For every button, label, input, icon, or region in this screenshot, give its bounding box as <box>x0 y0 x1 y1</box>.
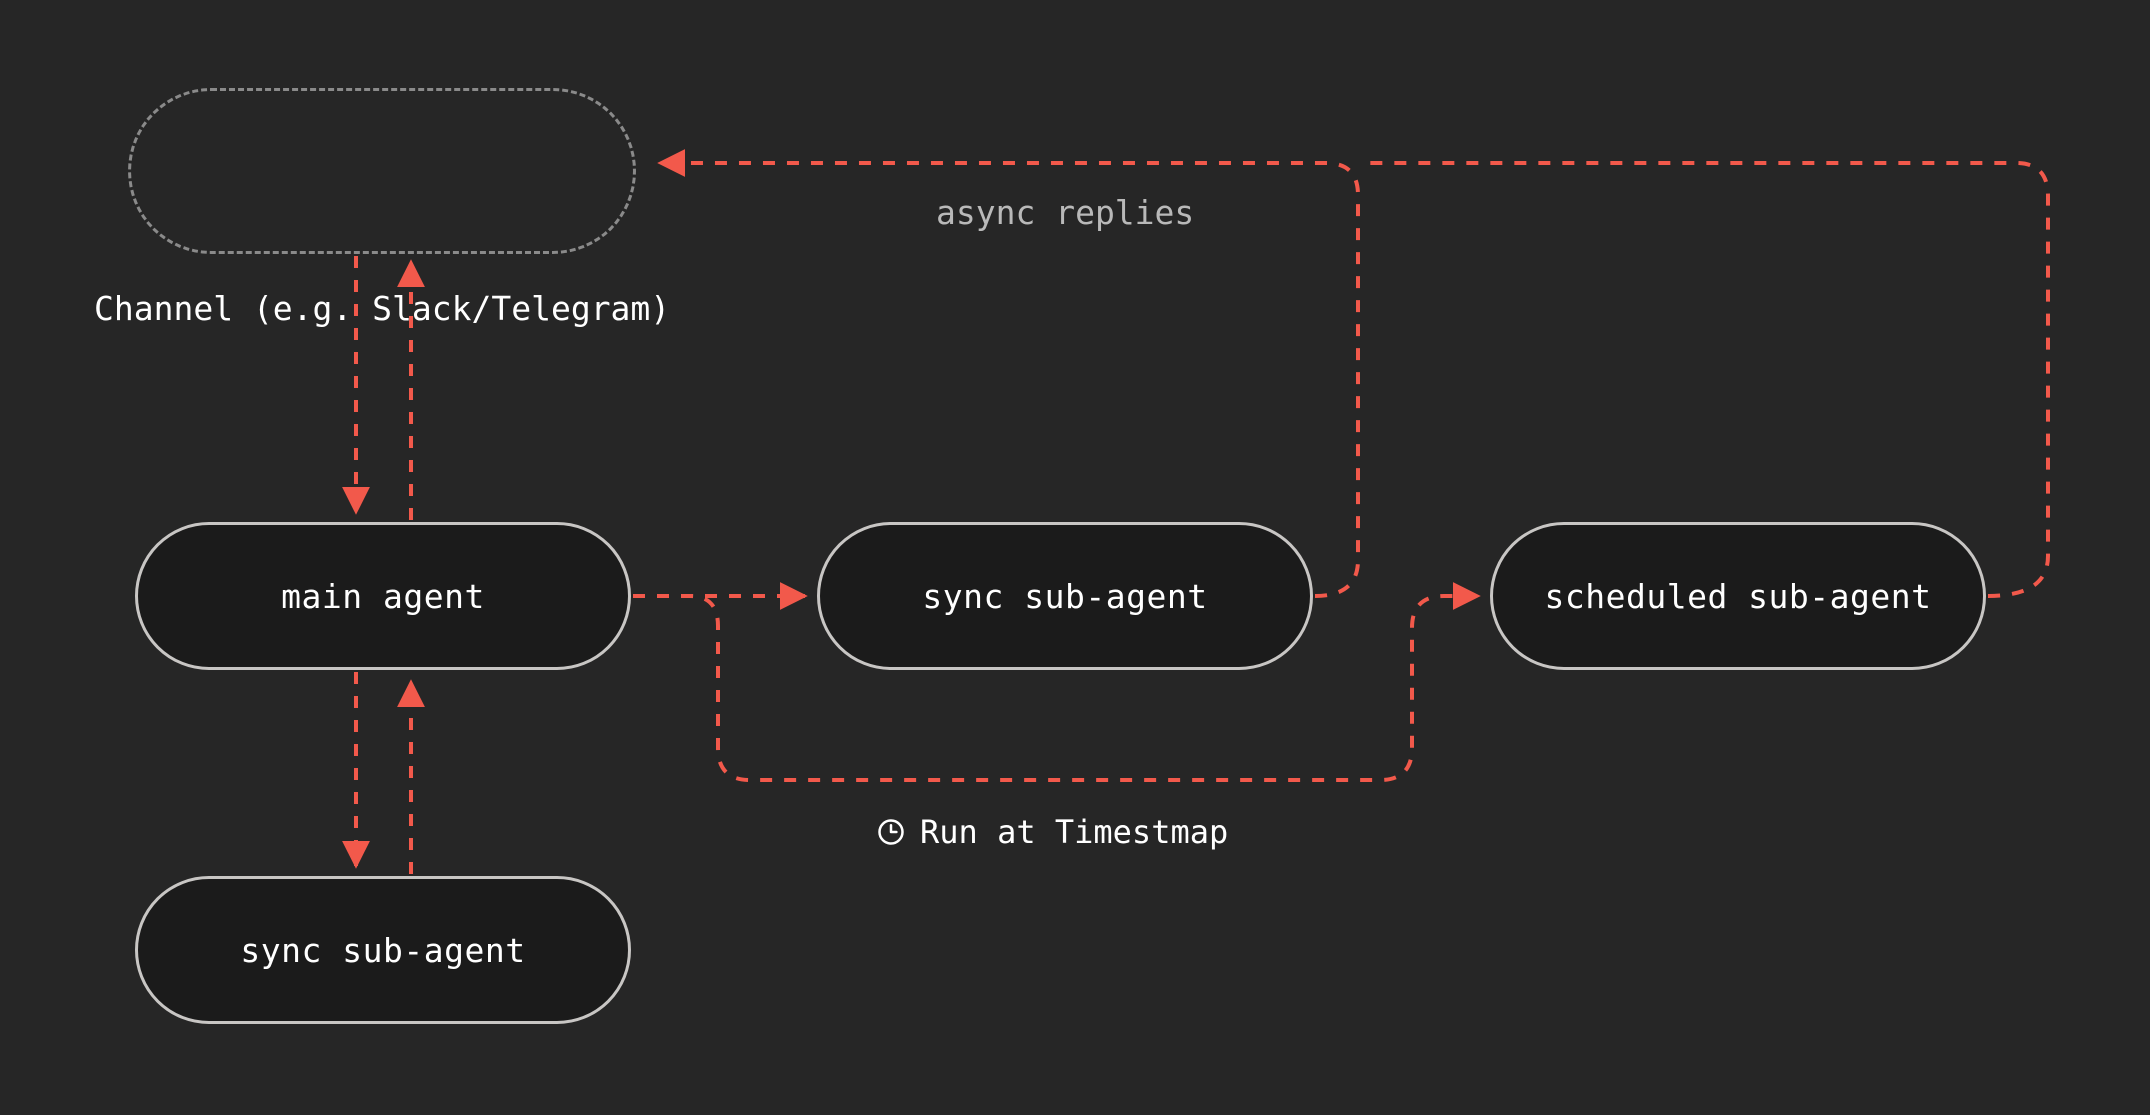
node-sync-sub-agent-right[interactable]: sync sub-agent <box>817 522 1313 670</box>
node-main-agent-label: main agent <box>281 576 485 616</box>
channel-caption: Channel (e.g. Slack/Telegram) <box>94 289 671 328</box>
async-replies-label: async replies <box>936 193 1195 232</box>
run-at-timestamp-label: Run at Timestmap <box>876 813 1228 851</box>
node-scheduled-sub-agent-label: scheduled sub-agent <box>1544 576 1932 616</box>
clock-icon <box>876 817 906 847</box>
node-sync-sub-agent-right-label: sync sub-agent <box>922 576 1208 616</box>
node-channel[interactable] <box>128 88 636 254</box>
edge-sync-right-to-channel <box>657 149 1360 598</box>
node-scheduled-sub-agent[interactable]: scheduled sub-agent <box>1490 522 1986 670</box>
node-sync-sub-agent-bottom[interactable]: sync sub-agent <box>135 876 631 1024</box>
run-at-timestamp-text: Run at Timestmap <box>920 813 1229 851</box>
edge-scheduled-sub-agent-to-channel <box>1360 161 2050 598</box>
node-sync-sub-agent-bottom-label: sync sub-agent <box>240 930 526 970</box>
node-main-agent[interactable]: main agent <box>135 522 631 670</box>
